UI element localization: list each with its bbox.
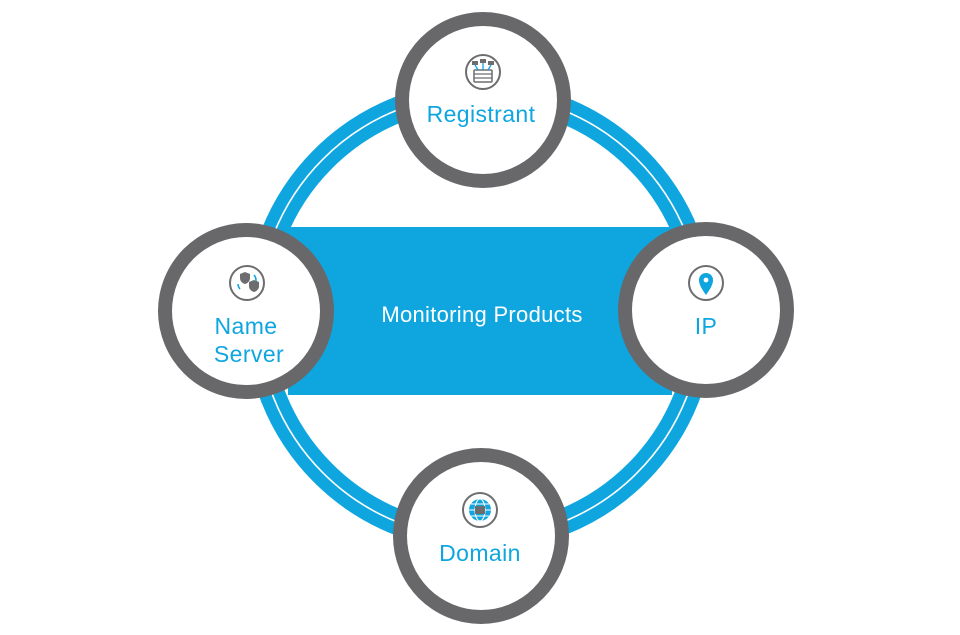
node-face bbox=[172, 237, 320, 385]
node-label-name-server-line2: Server bbox=[214, 341, 284, 367]
shield-sync-icon bbox=[229, 265, 265, 301]
center-rect bbox=[288, 227, 672, 395]
node-label-ip: IP bbox=[695, 313, 718, 339]
node-name-server: Name Server bbox=[158, 223, 334, 399]
node-face bbox=[632, 236, 780, 384]
server-network-icon bbox=[465, 54, 501, 90]
node-face bbox=[409, 26, 557, 174]
node-label-registrant: Registrant bbox=[427, 101, 536, 127]
globe-icon bbox=[462, 492, 498, 528]
node-label-name-server-line1: Name bbox=[215, 313, 278, 339]
node-registrant: Registrant bbox=[395, 12, 571, 188]
center-label: Monitoring Products bbox=[381, 302, 582, 327]
node-domain: Domain bbox=[393, 448, 569, 624]
location-pin-icon bbox=[688, 265, 724, 301]
center-box: Monitoring Products bbox=[288, 227, 672, 395]
node-label-domain: Domain bbox=[439, 540, 521, 566]
node-ip: IP bbox=[618, 222, 794, 398]
node-face bbox=[407, 462, 555, 610]
